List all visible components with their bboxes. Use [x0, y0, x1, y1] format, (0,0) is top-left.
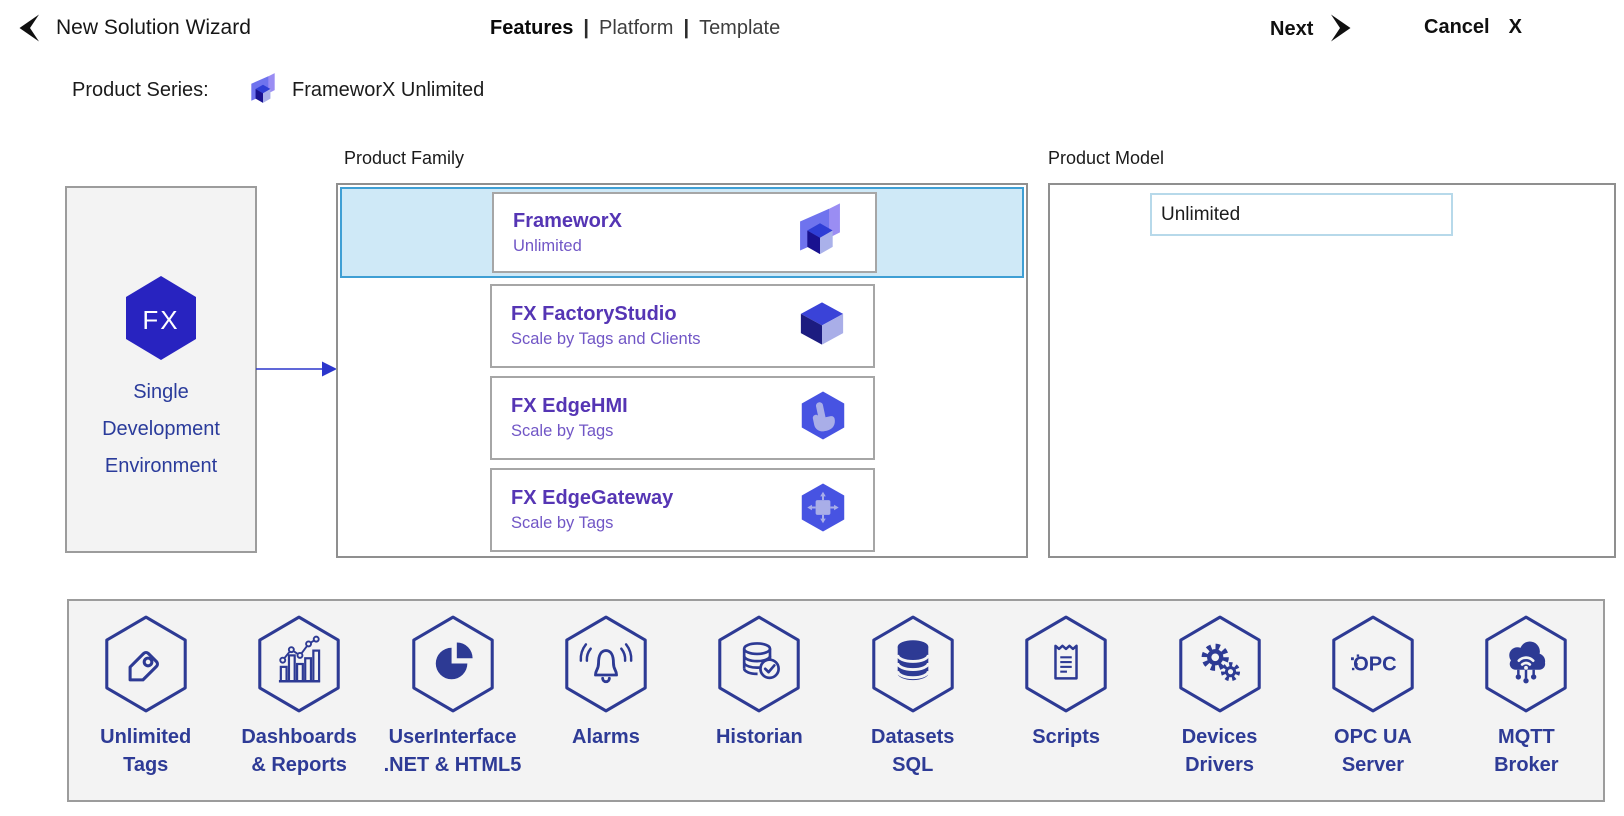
database-icon [871, 615, 954, 713]
option-title: FrameworX [513, 209, 622, 232]
tab-features[interactable]: Features [490, 17, 574, 39]
feature-label: MQTT [1498, 726, 1555, 748]
cancel-button[interactable]: Cancel X [1424, 16, 1522, 39]
next-arrow-icon [1331, 14, 1351, 42]
feature-opc-ua-server: OPC OPC UA Server [1296, 601, 1449, 800]
frameworx-logo-icon [791, 202, 849, 263]
feature-historian: Historian [683, 601, 836, 800]
gateway-hexagon-icon [799, 482, 847, 539]
family-option-frameworx[interactable]: FrameworX Unlimited [492, 192, 877, 273]
feature-dashboards-reports: Dashboards & Reports [222, 601, 375, 800]
option-subtitle: Scale by Tags [511, 514, 614, 532]
feature-mqtt-broker: MQTT Broker [1450, 601, 1603, 800]
product-family-panel: FrameworX Unlimited FX FactoryStudio Sca… [336, 183, 1028, 558]
feature-label: Datasets [871, 726, 955, 748]
feature-label: UserInterface [388, 726, 517, 748]
feature-label: Broker [1494, 754, 1559, 776]
feature-label: Devices [1181, 726, 1258, 748]
environment-caption-line: Single [133, 381, 189, 403]
product-series-label: Product Series: [72, 79, 209, 101]
feature-label: SQL [892, 754, 934, 776]
wizard-steps: Features | Platform | Template [490, 17, 780, 40]
next-button-label: Next [1270, 18, 1314, 40]
product-model-panel: Unlimited [1048, 183, 1616, 558]
fx-hexagon-icon: FX [67, 274, 255, 367]
feature-label: .NET & HTML5 [383, 754, 522, 776]
feature-scripts: Scripts [989, 601, 1142, 800]
svg-text:OPC: OPC [1353, 654, 1397, 676]
frameworx-logo-icon [246, 72, 280, 111]
page-title: New Solution Wizard [56, 16, 251, 39]
step-separator: | [683, 17, 690, 39]
back-arrow-icon [19, 14, 39, 42]
family-option-factorystudio[interactable]: FX FactoryStudio Scale by Tags and Clien… [490, 284, 875, 368]
tab-platform[interactable]: Platform [598, 17, 674, 39]
script-icon [1025, 615, 1107, 713]
option-subtitle: Scale by Tags and Clients [511, 330, 701, 348]
environment-caption: Single Development Environment [67, 381, 255, 478]
feature-label: Historian [715, 726, 803, 748]
svg-text:FX: FX [142, 305, 179, 335]
family-option-edgegateway[interactable]: FX EdgeGateway Scale by Tags [490, 468, 875, 552]
hand-hexagon-icon [799, 390, 847, 447]
option-title: FX EdgeHMI [511, 395, 628, 417]
cube-3d-icon [797, 300, 847, 353]
product-series-value: FrameworX Unlimited [292, 79, 485, 101]
feature-label: & Reports [251, 754, 347, 776]
close-icon: X [1508, 16, 1522, 38]
environment-caption-line: Environment [104, 455, 218, 477]
model-option-unlimited[interactable]: Unlimited [1150, 193, 1453, 236]
single-development-environment-box: FX Single Development Environment [65, 186, 257, 553]
product-model-label: Product Model [1048, 148, 1165, 168]
family-option-frameworx-selected-row[interactable]: FrameworX Unlimited [340, 187, 1024, 278]
feature-label: Tags [123, 754, 169, 776]
opc-logo-icon: OPC [1332, 615, 1414, 713]
mqtt-cloud-icon [1485, 615, 1568, 713]
alarm-bell-icon [565, 615, 647, 713]
pie-chart-icon [411, 615, 494, 713]
feature-alarms: Alarms [529, 601, 682, 800]
back-button[interactable] [15, 13, 41, 43]
gears-icon [1178, 615, 1261, 713]
feature-label: Alarms [572, 726, 640, 748]
option-subtitle: Unlimited [513, 236, 582, 255]
step-separator: | [583, 17, 589, 39]
cancel-button-label: Cancel [1424, 16, 1490, 38]
flow-arrow-icon [256, 360, 338, 383]
feature-label: Server [1341, 754, 1405, 776]
feature-label: Unlimited [100, 726, 192, 748]
feature-label: Dashboards [241, 726, 357, 748]
option-title: FX EdgeGateway [511, 487, 674, 509]
option-subtitle: Scale by Tags [511, 422, 614, 440]
feature-label: OPC UA [1334, 726, 1412, 748]
environment-caption-line: Development [102, 418, 220, 440]
family-option-edgehmi[interactable]: FX EdgeHMI Scale by Tags [490, 376, 875, 460]
option-title: FX FactoryStudio [511, 303, 677, 325]
feature-label: Scripts [1032, 726, 1101, 748]
history-db-icon [718, 615, 801, 713]
feature-userinterface: UserInterface .NET & HTML5 [376, 601, 529, 800]
tag-icon [104, 615, 187, 713]
next-button[interactable]: Next [1270, 13, 1355, 43]
product-family-label: Product Family [344, 148, 465, 168]
feature-label: Drivers [1185, 754, 1255, 776]
tab-template[interactable]: Template [699, 17, 781, 39]
bar-chart-icon [258, 615, 340, 713]
